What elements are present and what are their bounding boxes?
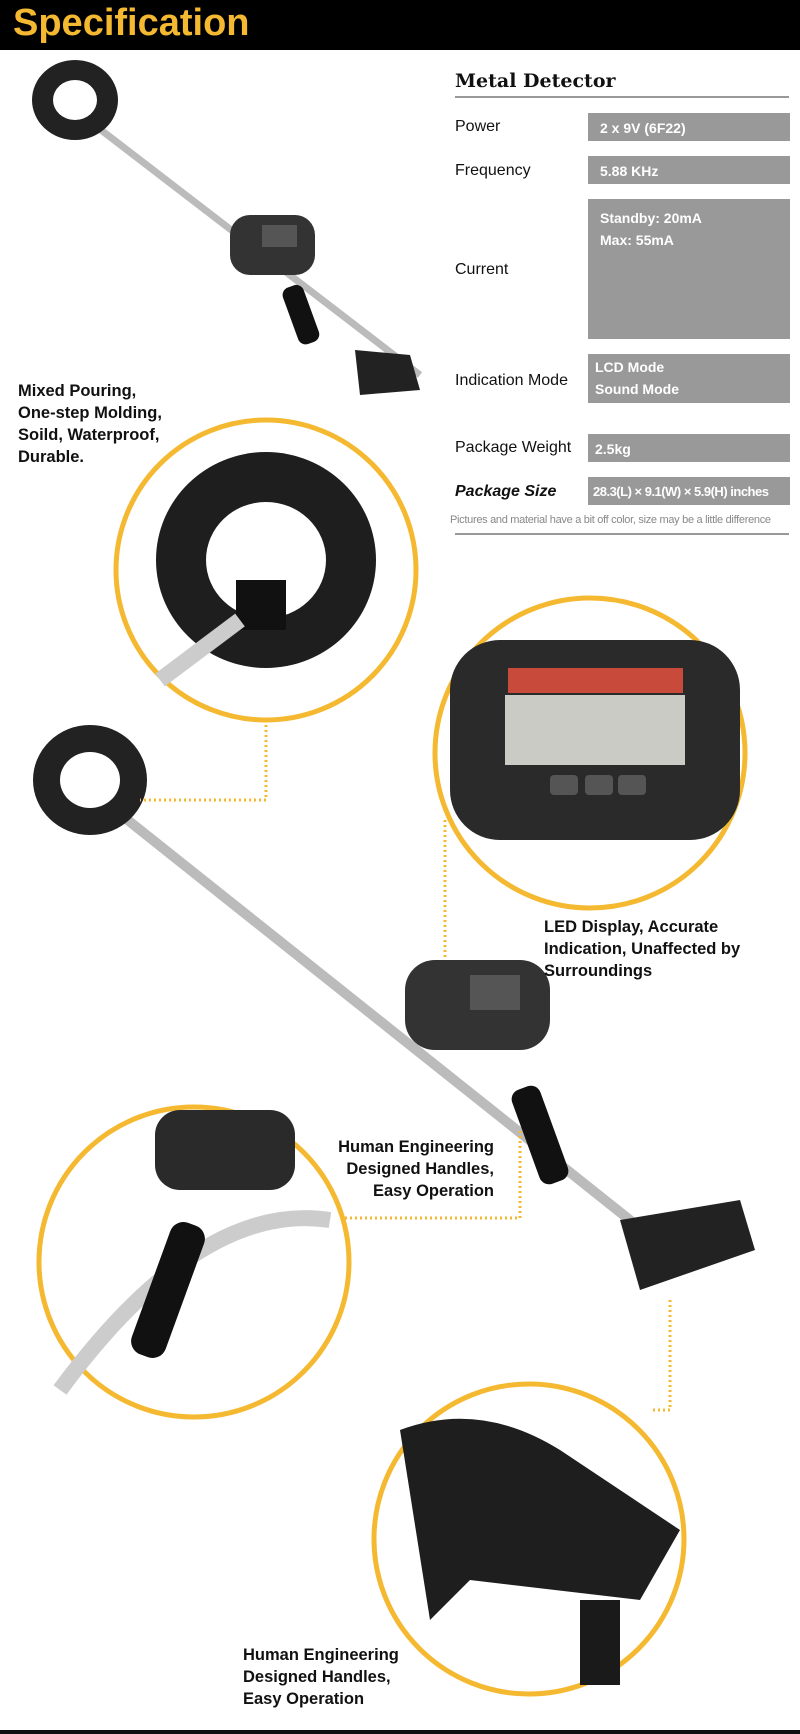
value-frequency: 5.88 KHz xyxy=(588,156,790,184)
mode-lcd: LCD Mode xyxy=(595,359,665,375)
callout-line: Easy Operation xyxy=(372,1182,494,1200)
callout-line: Designed Handles, xyxy=(346,1160,494,1178)
connector-lines xyxy=(140,720,672,1412)
header-bar: Specification xyxy=(0,0,800,50)
callout-line: Soild, Waterproof, xyxy=(18,426,160,444)
zoom-circle-coil xyxy=(113,417,419,723)
spec-title: Metal Detector xyxy=(455,70,616,92)
label-package-size: Package Size xyxy=(455,483,557,500)
label-current: Current xyxy=(455,261,509,278)
callout-coil: Mixed Pouring, One-step Molding, Soild, … xyxy=(18,380,162,468)
label-indication-mode: Indication Mode xyxy=(455,372,568,389)
callout-line: Designed Handles, xyxy=(243,1668,391,1686)
value-package-size: 28.3(L) × 9.1(W) × 5.9(H) inches xyxy=(588,477,790,505)
callout-line: Durable. xyxy=(18,448,85,466)
callout-line: Human Engineering xyxy=(338,1138,494,1156)
callout-line: Mixed Pouring, xyxy=(18,382,137,400)
detector-small-image xyxy=(32,60,423,395)
callout-line: Indication, Unaffected by xyxy=(544,940,741,958)
mode-sound: Sound Mode xyxy=(595,381,679,397)
value-current: Standby: 20mA Max: 55mA xyxy=(588,199,790,339)
zoom-circle-handle xyxy=(36,1104,352,1420)
divider xyxy=(455,533,789,535)
current-standby: Standby: 20mA xyxy=(600,210,702,226)
page-title: Specification xyxy=(13,2,250,44)
value-power: 2 x 9V (6F22) xyxy=(588,113,790,141)
callout-line: Easy Operation xyxy=(243,1690,365,1708)
label-power: Power xyxy=(455,118,501,135)
label-frequency: Frequency xyxy=(455,162,531,179)
divider xyxy=(455,96,789,98)
zoom-circle-display xyxy=(432,595,748,911)
disclaimer: Pictures and material have a bit off col… xyxy=(450,514,771,526)
bottom-divider xyxy=(0,1730,800,1734)
current-max: Max: 55mA xyxy=(600,232,674,248)
callout-display: LED Display, Accurate Indication, Unaffe… xyxy=(544,916,740,982)
value-package-weight: 2.5kg xyxy=(588,434,790,462)
callout-line: Surroundings xyxy=(544,962,653,980)
callout-armrest: Human Engineering Designed Handles, Easy… xyxy=(243,1644,399,1710)
label-package-weight: Package Weight xyxy=(455,439,572,456)
value-indication-mode: LCD Mode Sound Mode xyxy=(588,354,790,403)
callout-handle: Human Engineering Designed Handles, Easy… xyxy=(338,1136,494,1202)
detector-large-image xyxy=(33,725,755,1290)
callout-line: One-step Molding, xyxy=(18,404,162,422)
callout-line: LED Display, Accurate xyxy=(544,918,719,936)
callout-line: Human Engineering xyxy=(243,1646,399,1664)
zoom-circle-armrest xyxy=(371,1381,687,1697)
